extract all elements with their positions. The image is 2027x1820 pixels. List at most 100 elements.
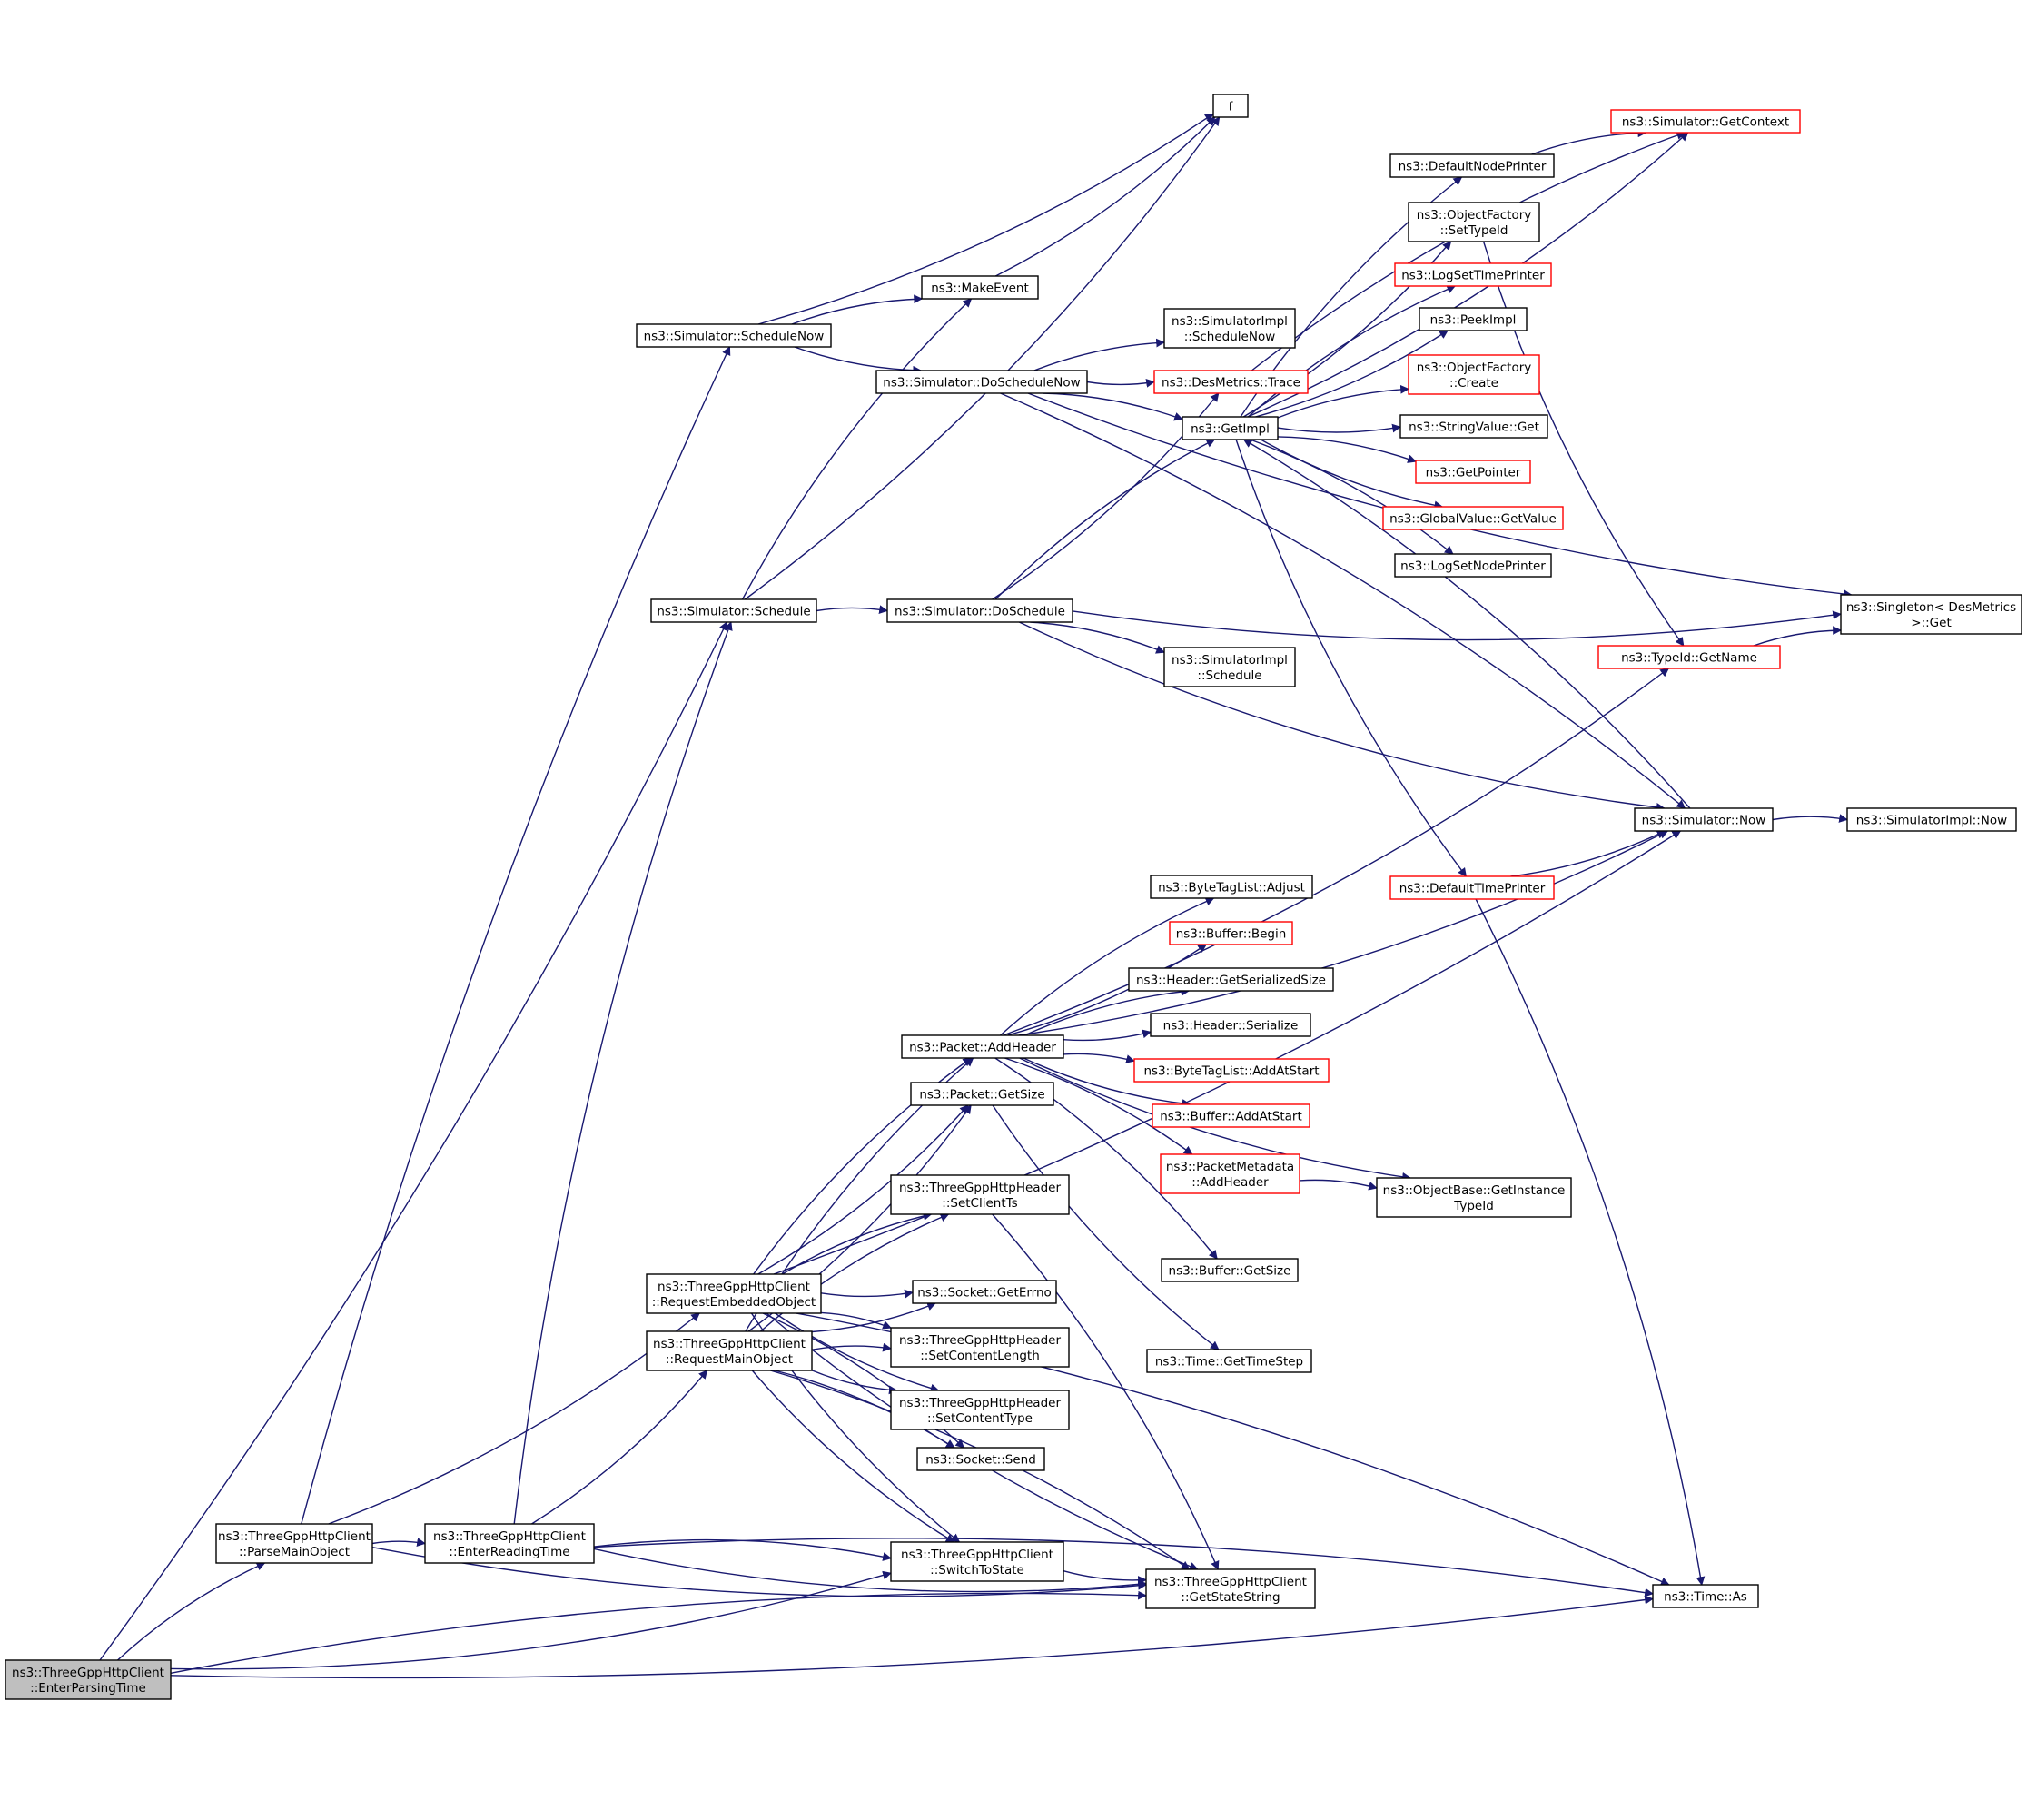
node-ofSetTypeId[interactable]: ns3::ObjectFactory::SetTypeId xyxy=(1408,202,1540,242)
node-simNow[interactable]: ns3::Simulator::Now xyxy=(1634,807,1774,832)
node-box xyxy=(1399,414,1548,439)
edge-pktAddHeader-to-bufAddAtStart xyxy=(1023,1057,1191,1108)
node-getPointer[interactable]: ns3::GetPointer xyxy=(1415,460,1531,484)
node-box xyxy=(912,1280,1057,1304)
node-timeAs[interactable]: ns3::Time::As xyxy=(1652,1584,1759,1608)
node-box xyxy=(1394,262,1552,287)
node-label-line: ns3::ByteTagList::AddAtStart xyxy=(1143,1063,1319,1078)
edge-makeEvent-to-f xyxy=(994,116,1216,277)
node-implSched[interactable]: ns3::SimulatorImpl::Schedule xyxy=(1163,647,1296,687)
node-layer: ns3::ThreeGppHttpClient::EnterParsingTim… xyxy=(5,94,2022,1700)
node-label-line: ::ScheduleNow xyxy=(1184,330,1276,344)
node-label-line: ns3::Simulator::ScheduleNow xyxy=(644,329,825,343)
node-box xyxy=(1212,94,1249,118)
node-box xyxy=(1634,807,1774,832)
node-peekImpl[interactable]: ns3::PeekImpl xyxy=(1419,307,1528,331)
edge-schedNow-to-doSchedNow xyxy=(794,346,923,375)
node-typeIdGetName[interactable]: ns3::TypeId::GetName xyxy=(1597,645,1781,669)
node-implSchedNow[interactable]: ns3::SimulatorImpl::ScheduleNow xyxy=(1163,308,1296,349)
node-logSetTimePrinter[interactable]: ns3::LogSetTimePrinter xyxy=(1394,262,1552,287)
edge-reqMain-to-hdrSetContentType xyxy=(811,1370,898,1395)
node-doSched[interactable]: ns3::Simulator::DoSchedule xyxy=(886,598,1073,623)
node-bufGetSize[interactable]: ns3::Buffer::GetSize xyxy=(1161,1258,1299,1282)
node-desTrace[interactable]: ns3::DesMetrics::Trace xyxy=(1153,370,1309,394)
node-schedNow[interactable]: ns3::Simulator::ScheduleNow xyxy=(636,323,832,348)
node-label-line: ::Create xyxy=(1449,376,1498,391)
node-box xyxy=(1376,1177,1572,1218)
node-f[interactable]: f xyxy=(1212,94,1249,118)
node-reqMain[interactable]: ns3::ThreeGppHttpClient::RequestMainObje… xyxy=(646,1330,813,1371)
node-hdrSerialize[interactable]: ns3::Header::Serialize xyxy=(1150,1013,1311,1037)
node-label-line: ns3::MakeEvent xyxy=(931,281,1029,295)
node-ofCreate[interactable]: ns3::ObjectFactory::Create xyxy=(1408,354,1540,395)
node-getContext[interactable]: ns3::Simulator::GetContext xyxy=(1610,109,1801,134)
node-reqEmbedded[interactable]: ns3::ThreeGppHttpClient::RequestEmbedded… xyxy=(646,1273,822,1314)
node-pktGetSize[interactable]: ns3::Packet::GetSize xyxy=(910,1082,1054,1106)
node-logSetNodePrinter[interactable]: ns3::LogSetNodePrinter xyxy=(1394,553,1552,578)
node-pktAddHeader[interactable]: ns3::Packet::AddHeader xyxy=(901,1034,1064,1059)
node-label-line: ::SetClientTs xyxy=(942,1196,1017,1211)
node-box xyxy=(1394,553,1552,578)
node-box xyxy=(1150,1013,1311,1037)
edge-doSchedNow-to-desTrace xyxy=(1086,379,1155,388)
node-box xyxy=(1161,1258,1299,1282)
edge-pktAddHeader-to-hdrSerialize xyxy=(1063,1029,1152,1042)
node-label-line: ns3::SimulatorImpl xyxy=(1172,314,1288,329)
edge-pktAddHeader-to-hdrGetSerSize xyxy=(1023,987,1191,1036)
node-bufAddAtStart[interactable]: ns3::Buffer::AddAtStart xyxy=(1152,1103,1310,1128)
edge-root-to-parseMain xyxy=(117,1562,266,1661)
node-hdrSetClientTs[interactable]: ns3::ThreeGppHttpHeader::SetClientTs xyxy=(890,1174,1070,1215)
node-hdrSetContentType[interactable]: ns3::ThreeGppHttpHeader::SetContentType xyxy=(890,1390,1070,1430)
node-label-line: ns3::Socket::GetErrno xyxy=(917,1285,1052,1300)
edge-root-to-schedule xyxy=(99,621,728,1661)
node-box xyxy=(1128,967,1334,992)
node-sockSend[interactable]: ns3::Socket::Send xyxy=(916,1447,1045,1471)
node-label-line: ns3::Simulator::DoScheduleNow xyxy=(883,375,1080,390)
node-label-line: ns3::Packet::AddHeader xyxy=(909,1040,1056,1054)
node-switchToState[interactable]: ns3::ThreeGppHttpClient::SwitchToState xyxy=(890,1541,1064,1582)
node-label-line: ns3::ThreeGppHttpClient xyxy=(433,1529,586,1544)
node-box xyxy=(890,1327,1070,1368)
node-doSchedNow[interactable]: ns3::Simulator::DoScheduleNow xyxy=(875,370,1088,394)
node-singletonGet[interactable]: ns3::Singleton< DesMetrics >::Get xyxy=(1840,594,2022,635)
node-implNow[interactable]: ns3::SimulatorImpl::Now xyxy=(1846,807,2017,832)
node-label-line: ns3::ObjectFactory xyxy=(1417,208,1532,223)
node-bufBegin[interactable]: ns3::Buffer::Begin xyxy=(1169,921,1293,945)
edge-reqEmbedded-to-hdrSetClientTs xyxy=(782,1212,933,1275)
node-label-line: ns3::Buffer::AddAtStart xyxy=(1160,1109,1302,1123)
node-getStateString[interactable]: ns3::ThreeGppHttpClient::GetStateString xyxy=(1145,1568,1316,1609)
node-box xyxy=(1840,594,2022,635)
node-btlAddAtStart[interactable]: ns3::ByteTagList::AddAtStart xyxy=(1133,1058,1330,1083)
edge-parseMain-to-enterReading xyxy=(371,1538,426,1547)
node-box xyxy=(890,1541,1064,1582)
node-box xyxy=(890,1390,1070,1430)
edge-root-to-getStateString xyxy=(170,1590,1147,1674)
node-schedule[interactable]: ns3::Simulator::Schedule xyxy=(650,598,817,623)
node-parseMain[interactable]: ns3::ThreeGppHttpClient::ParseMainObject xyxy=(215,1523,373,1564)
node-box xyxy=(1152,1103,1310,1128)
node-makeEvent[interactable]: ns3::MakeEvent xyxy=(921,275,1039,300)
node-gvGetValue[interactable]: ns3::GlobalValue::GetValue xyxy=(1382,506,1564,530)
node-enterReading[interactable]: ns3::ThreeGppHttpClient::EnterReadingTim… xyxy=(424,1523,595,1564)
node-root[interactable]: ns3::ThreeGppHttpClient::EnterParsingTim… xyxy=(5,1659,172,1700)
node-timeGetTimeStep[interactable]: ns3::Time::GetTimeStep xyxy=(1146,1349,1312,1373)
edge-defNodePrinter-to-getContext xyxy=(1531,128,1647,155)
node-hdrGetSerSize[interactable]: ns3::Header::GetSerializedSize xyxy=(1128,967,1334,992)
edge-reqEmbedded-to-hdrSetContentType xyxy=(775,1312,940,1393)
node-hdrSetContentLength[interactable]: ns3::ThreeGppHttpHeader::SetContentLengt… xyxy=(890,1327,1070,1368)
node-box xyxy=(1169,921,1293,945)
edge-enterReading-to-timeAs xyxy=(593,1538,1654,1597)
node-defNodePrinter[interactable]: ns3::DefaultNodePrinter xyxy=(1389,153,1555,178)
node-box xyxy=(1419,307,1528,331)
edge-getImpl-to-getContext xyxy=(1247,132,1689,418)
node-label-line: ns3::TypeId::GetName xyxy=(1621,650,1757,665)
node-label-line: ns3::ThreeGppHttpClient xyxy=(653,1337,806,1351)
node-sockGetErrno[interactable]: ns3::Socket::GetErrno xyxy=(912,1280,1057,1304)
node-box xyxy=(1182,416,1279,440)
node-getImpl[interactable]: ns3::GetImpl xyxy=(1182,416,1279,440)
node-strValGet[interactable]: ns3::StringValue::Get xyxy=(1399,414,1548,439)
node-btlAdjust[interactable]: ns3::ByteTagList::Adjust xyxy=(1150,875,1313,899)
node-defTimePrinter[interactable]: ns3::DefaultTimePrinter xyxy=(1389,875,1555,900)
node-pmAddHeader[interactable]: ns3::PacketMetadata::AddHeader xyxy=(1160,1153,1300,1194)
